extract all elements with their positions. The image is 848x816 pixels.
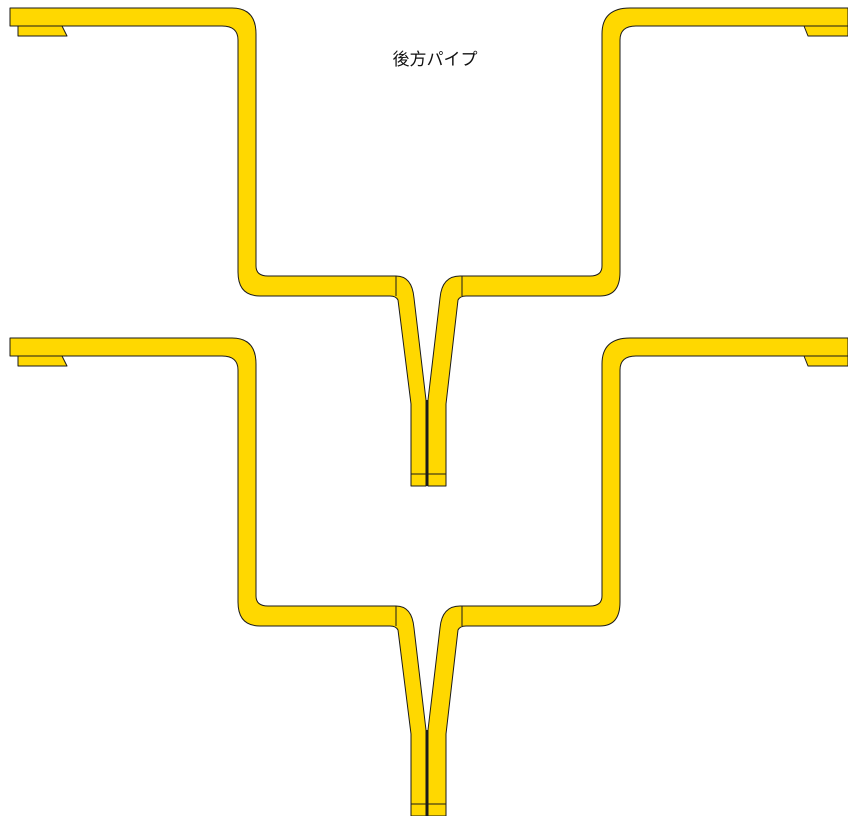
diagram-title: 後方パイプ: [393, 50, 478, 70]
upper-rear-pipe-assembly: [9, 7, 848, 487]
